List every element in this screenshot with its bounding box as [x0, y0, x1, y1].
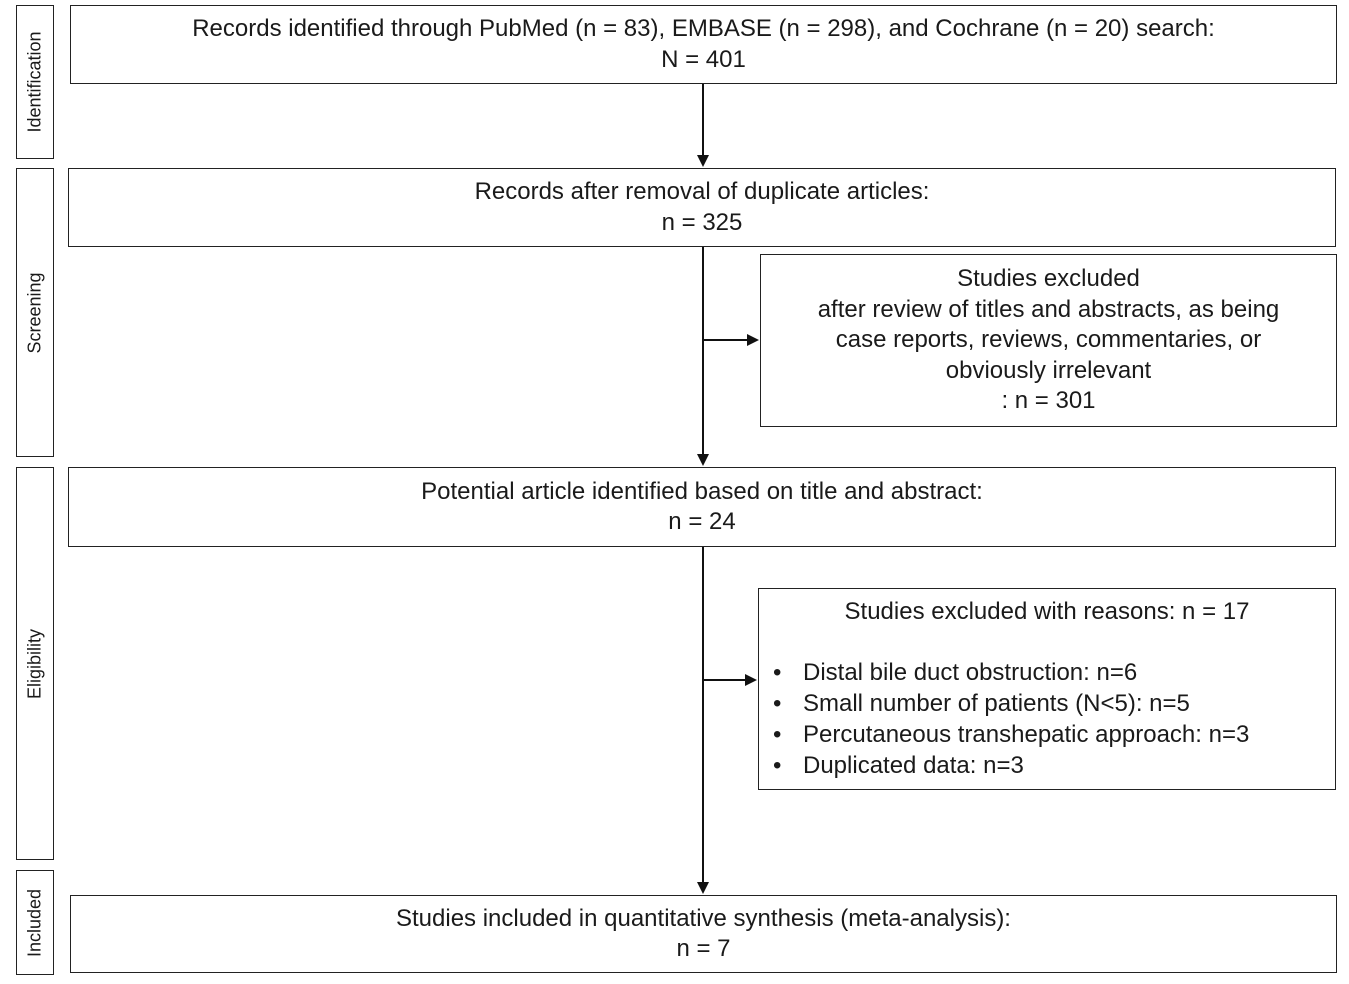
records-identified-count: N = 401 [661, 45, 746, 73]
studies-excluded-screening-box: Studies excluded after review of titles … [760, 254, 1337, 427]
records-identified-box: Records identified through PubMed (n = 8… [70, 5, 1337, 84]
excluded-screening-heading: Studies excluded [957, 265, 1140, 293]
stage-included: Included [16, 870, 54, 975]
reason-text: Duplicated data: n=3 [803, 752, 1024, 779]
stage-screening: Screening [16, 168, 54, 457]
stage-identification: Identification [16, 5, 54, 159]
studies-included-count: n = 7 [676, 935, 731, 962]
stage-label-identification: Identification [24, 31, 45, 133]
arrow-down-head [697, 454, 709, 466]
arrow-down-head [697, 155, 709, 167]
records-after-duplicates-box: Records after removal of duplicate artic… [68, 168, 1336, 247]
list-item: • Small number of patients (N<5): n=5 [773, 688, 1249, 719]
stage-label-screening: Screening [24, 271, 45, 354]
bullet-mark: • [773, 659, 782, 686]
connector-screening-to-eligibility [702, 247, 704, 455]
studies-included-text: Studies included in quantitative synthes… [396, 904, 1011, 932]
excluded-screening-reason-2: case reports, reviews, commentaries, or [835, 326, 1262, 354]
arrow-down-head [697, 882, 709, 894]
bullet-mark: • [773, 721, 782, 748]
studies-included-box: Studies included in quantitative synthes… [70, 895, 1337, 973]
list-item: • Percutaneous transhepatic approach: n=3 [773, 719, 1249, 750]
excluded-reasons-title: Studies excluded with reasons: n = 17 [844, 598, 1250, 625]
excluded-screening-reason-1: after review of titles and abstracts, as… [817, 295, 1280, 323]
connector-eligibility-to-included [702, 547, 704, 883]
reason-text: Percutaneous transhepatic approach: n=3 [803, 721, 1250, 748]
excluded-screening-count: : n = 301 [1001, 387, 1096, 415]
connector-to-excluded-screening [703, 339, 748, 341]
stage-label-included: Included [24, 888, 45, 957]
connector-identified-to-screening [702, 84, 704, 156]
arrow-right-head [747, 334, 759, 346]
stage-label-eligibility: Eligibility [24, 628, 45, 699]
records-after-duplicates-text: Records after removal of duplicate artic… [474, 178, 930, 205]
reason-text: Small number of patients (N<5): n=5 [803, 690, 1190, 717]
list-item: • Distal bile duct obstruction: n=6 [773, 657, 1249, 688]
bullet-mark: • [773, 752, 782, 779]
potential-articles-box: Potential article identified based on ti… [68, 467, 1336, 547]
excluded-screening-reason-3: obviously irrelevant [945, 356, 1152, 384]
arrow-right-head [745, 674, 757, 686]
potential-articles-text: Potential article identified based on ti… [421, 477, 983, 505]
studies-excluded-reasons-box: Studies excluded with reasons: n = 17 • D… [758, 588, 1336, 790]
records-after-duplicates-count: n = 325 [661, 208, 743, 236]
list-item: • Duplicated data: n=3 [773, 750, 1249, 781]
potential-articles-count: n = 24 [668, 508, 736, 535]
bullet-mark: • [773, 690, 782, 717]
connector-to-excluded-reasons [703, 679, 746, 681]
excluded-reasons-list: • Distal bile duct obstruction: n=6 • Smal… [773, 657, 1249, 781]
reason-text: Distal bile duct obstruction: n=6 [803, 659, 1138, 686]
stage-eligibility: Eligibility [16, 467, 54, 860]
records-identified-text: Records identified through PubMed (n = 8… [192, 15, 1215, 42]
